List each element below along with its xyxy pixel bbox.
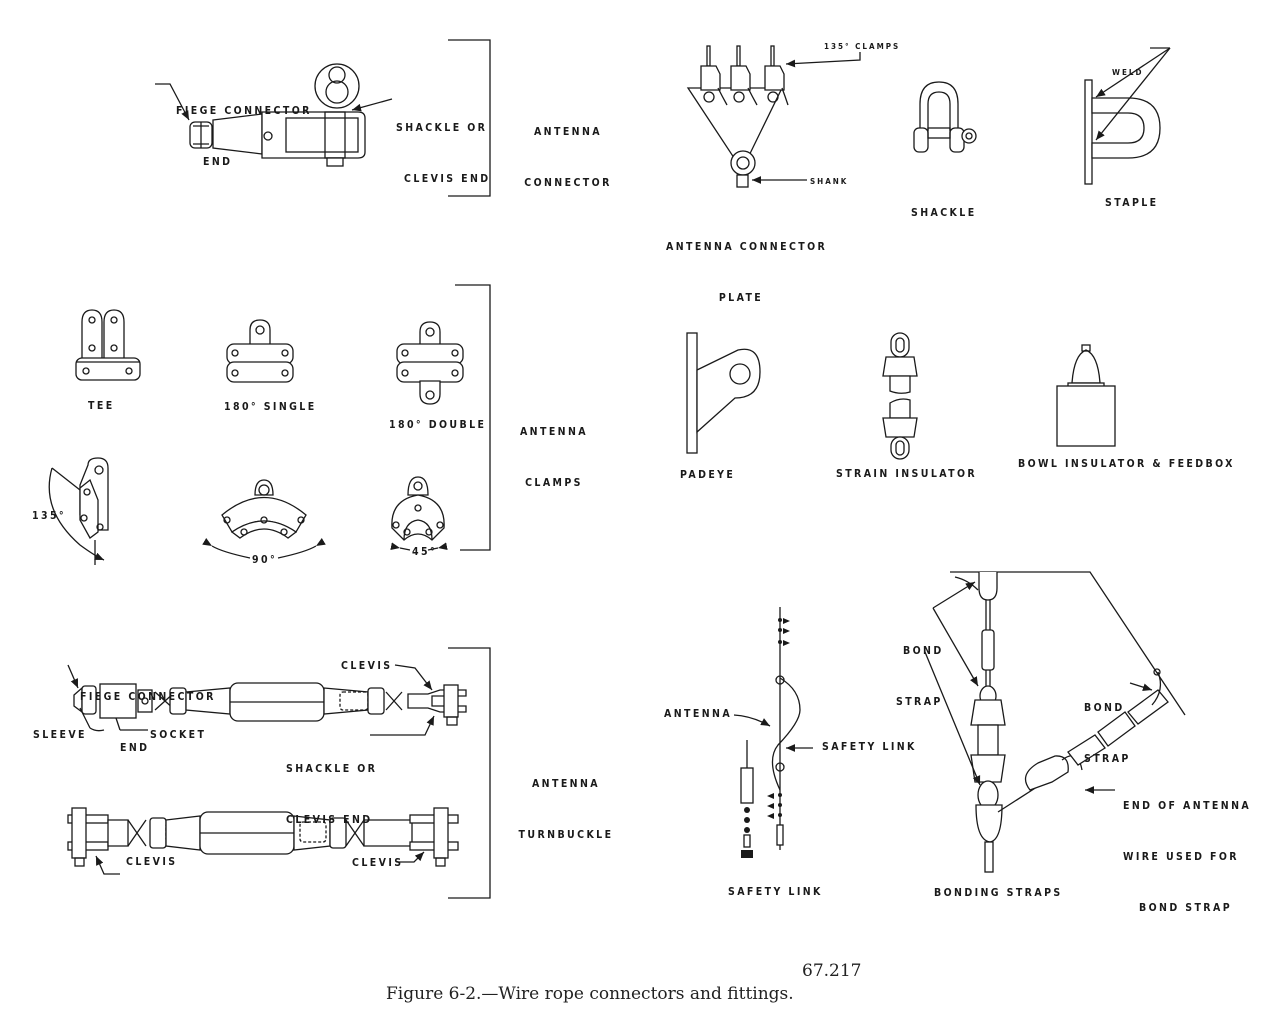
callout-135-clamps: 135° CLAMPS <box>824 42 901 51</box>
callout-line: FIEGE CONNECTOR <box>80 691 216 703</box>
callout-line: BOND STRAP <box>1139 902 1233 914</box>
label-180-single: 180° SINGLE <box>224 401 317 413</box>
callout-line: CLEVIS END <box>286 814 373 826</box>
callout-weld: WELD <box>1112 68 1144 77</box>
callout-line: FIEGE CONNECTOR <box>176 105 312 117</box>
angle-label-135: 135° <box>32 510 67 522</box>
figure-number: 67.217 <box>802 961 862 981</box>
group-title-antenna-connector: ANTENNA CONNECTOR <box>520 90 616 209</box>
label-safety-link: SAFETY LINK <box>728 886 823 898</box>
callout-antenna: ANTENNA <box>664 708 733 720</box>
callout-end-of-antenna-wire: END OF ANTENNA WIRE USED FOR BOND STRAP <box>1123 764 1251 934</box>
callout-shackle-or-clevis-end: SHACKLE OR CLEVIS END <box>396 86 491 205</box>
callout-clevis-top: CLEVIS <box>341 660 393 672</box>
callout-line: WIRE USED FOR <box>1123 851 1239 863</box>
callout-clevis-bottom-left: CLEVIS <box>126 856 178 868</box>
clamp-45-drawing <box>390 476 448 551</box>
label-padeye: PADEYE <box>680 469 736 481</box>
callout-line: END <box>120 742 150 754</box>
bracket-antenna-turnbuckle <box>448 647 491 899</box>
turnbuckle-top-drawing <box>67 664 467 736</box>
bonding-straps-drawing <box>924 571 1186 873</box>
callout-bond-strap-2: BOND STRAP <box>1084 666 1131 785</box>
double-180-clamp-drawing <box>396 321 464 405</box>
group-title-antenna-clamps: ANTENNA CLAMPS <box>512 390 596 509</box>
label-line: PLATE <box>718 292 764 304</box>
callout-line: STRAP <box>896 696 943 708</box>
group-title-line: ANTENNA <box>519 426 589 438</box>
label-bowl-insulator-feedbox: BOWL INSULATOR & FEEDBOX <box>1018 458 1235 470</box>
turnbuckle-bottom-drawing <box>67 807 459 875</box>
callout-clevis-bottom-right: CLEVIS <box>352 857 404 869</box>
label-line: ANTENNA CONNECTOR <box>666 241 828 253</box>
callout-safety-link: SAFETY LINK <box>822 741 917 753</box>
tee-clamp-drawing <box>75 309 141 381</box>
clamp-90-drawing <box>202 479 326 559</box>
callout-socket: SOCKET <box>150 729 207 741</box>
group-title-line: ANTENNA <box>533 126 603 138</box>
callout-sleeve: SLEEVE <box>33 729 87 741</box>
figure-caption: Figure 6-2.—Wire rope connectors and fit… <box>386 984 794 1004</box>
callout-line: BOND <box>903 645 944 657</box>
callout-line: END <box>203 156 233 168</box>
label-tee: TEE <box>88 400 115 412</box>
bracket-antenna-clamps <box>455 284 491 551</box>
label-180-double: 180° DOUBLE <box>389 419 487 431</box>
callout-line: SHACKLE OR <box>396 122 488 134</box>
group-title-line: CONNECTOR <box>524 177 612 189</box>
angle-label-45: 45° <box>412 546 438 558</box>
angle-label-90: 90° <box>252 554 278 566</box>
callout-line: CLEVIS END <box>404 173 491 185</box>
callout-fiege-connector-end: FIEGE CONNECTOR END <box>176 69 312 188</box>
label-shackle: SHACKLE <box>911 207 977 219</box>
clamp-135-drawing <box>48 457 109 565</box>
callout-line: BOND <box>1084 702 1125 714</box>
callout-line: SHACKLE OR <box>286 763 378 775</box>
callout-line: END OF ANTENNA <box>1123 800 1252 812</box>
group-title-line: ANTENNA <box>531 778 601 790</box>
padeye-drawing <box>686 332 761 454</box>
bowl-insulator-drawing <box>1056 344 1116 447</box>
group-title-line: TURNBUCKLE <box>518 829 614 841</box>
staple-drawing <box>1084 47 1171 185</box>
safety-link-drawing <box>733 607 813 858</box>
label-staple: STAPLE <box>1105 197 1159 209</box>
single-180-clamp-drawing <box>226 319 294 383</box>
callout-shank: SHANK <box>810 177 849 186</box>
antenna-connector-drawing <box>155 63 393 167</box>
label-antenna-connector-plate: ANTENNA CONNECTOR PLATE <box>666 205 828 324</box>
group-title-antenna-turnbuckle: ANTENNA TURNBUCKLE <box>515 742 617 861</box>
shackle-drawing <box>913 81 977 153</box>
bracket-antenna-connector <box>448 39 491 197</box>
callout-bond-strap-1: BOND STRAP <box>896 609 944 728</box>
label-strain-insulator: STRAIN INSULATOR <box>836 468 978 480</box>
strain-insulator-drawing <box>882 332 918 460</box>
callout-line: STRAP <box>1084 753 1131 765</box>
callout-turnbuckle-fiege-connector-end: FIEGE CONNECTOR END <box>80 655 216 774</box>
connector-plate-drawing <box>686 45 861 188</box>
callout-turnbuckle-shackle-or-clevis-end: SHACKLE OR CLEVIS END <box>286 727 377 846</box>
label-bonding-straps: BONDING STRAPS <box>934 887 1063 899</box>
group-title-line: CLAMPS <box>525 477 583 489</box>
